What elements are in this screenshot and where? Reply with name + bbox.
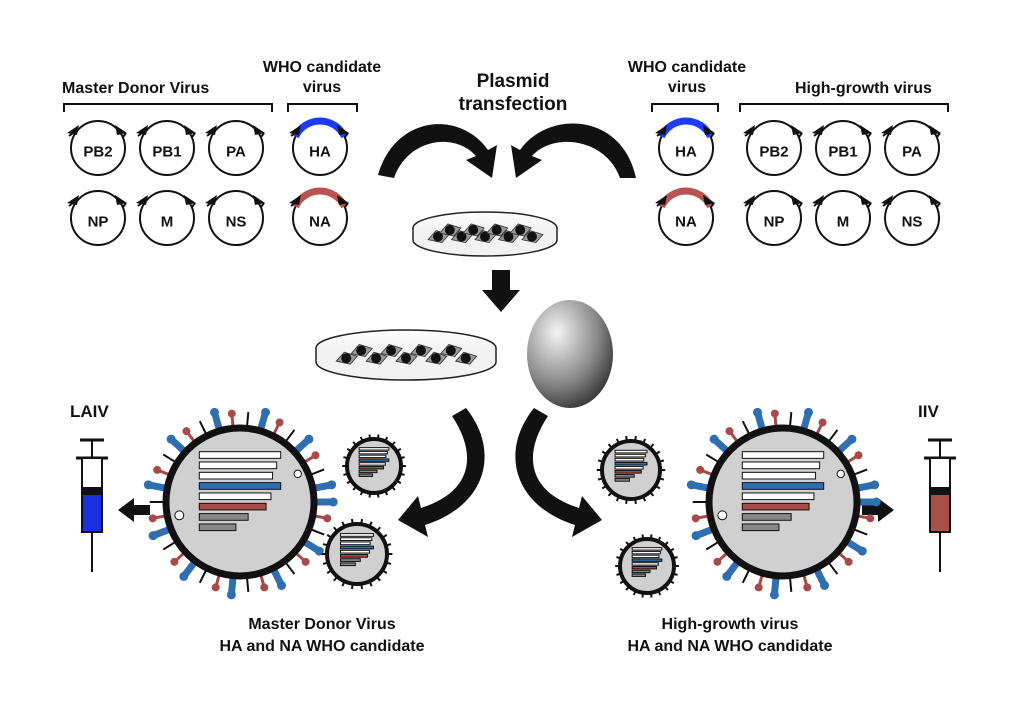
plasmid-np bbox=[67, 190, 127, 246]
label-who-candidate-left: WHO candidate virus bbox=[262, 59, 382, 96]
plasmid-ns bbox=[205, 190, 265, 246]
egg bbox=[527, 300, 613, 408]
plasmid-label-na: NA bbox=[309, 213, 331, 231]
plasmid-label-ns: NS bbox=[225, 213, 247, 231]
label-bottom-left-line1: Master Donor Virus bbox=[248, 616, 396, 633]
plasmid-label-m: M bbox=[160, 213, 174, 231]
plasmid-pb2 bbox=[743, 120, 803, 176]
virus-high-growth-small-1 bbox=[596, 435, 666, 505]
label-bottom-left-line2: HA and NA WHO candidate bbox=[219, 638, 425, 655]
plasmid-label-np: NP bbox=[763, 213, 785, 231]
plasmid-ha bbox=[655, 117, 715, 176]
label-high-growth-virus: High-growth virus bbox=[795, 80, 932, 97]
plasmid-np bbox=[743, 190, 803, 246]
virus-high-growth-small-2 bbox=[615, 534, 679, 598]
plasmid-label-ha: HA bbox=[675, 143, 697, 161]
plasmid-na bbox=[289, 187, 349, 246]
plasmid-label-na: NA bbox=[675, 213, 697, 231]
label-bottom-right-line2: HA and NA WHO candidate bbox=[627, 638, 833, 655]
label-iiv: IIV bbox=[918, 402, 939, 421]
plasmid-label-ns: NS bbox=[901, 213, 923, 231]
plasmid-label-pb1: PB1 bbox=[152, 143, 182, 161]
syringe-iiv bbox=[924, 438, 956, 572]
plasmid-label-pb1: PB1 bbox=[828, 143, 858, 161]
virus-master-donor-small-2 bbox=[321, 518, 393, 590]
plasmid-pa bbox=[205, 120, 265, 176]
plasmid-m bbox=[812, 190, 872, 246]
plasmid-label-pa: PA bbox=[226, 143, 246, 161]
virus-master-donor-large bbox=[143, 407, 338, 600]
plasmid-pb1 bbox=[136, 120, 196, 176]
virus-layer bbox=[143, 407, 881, 600]
label-plasmid-transfection: Plasmid transfection bbox=[458, 71, 568, 115]
bracket-who-left bbox=[287, 103, 358, 112]
split-arrow-right bbox=[515, 408, 602, 537]
plasmid-label-pb2: PB2 bbox=[759, 143, 789, 161]
plasmid-layer bbox=[67, 117, 941, 246]
label-bottom-right-line1: High-growth virus bbox=[661, 616, 799, 633]
plasmid-label-pb2: PB2 bbox=[83, 143, 113, 161]
syringe-laiv bbox=[76, 438, 108, 572]
plasmid-label-pa: PA bbox=[902, 143, 922, 161]
bracket-who-right bbox=[651, 103, 719, 112]
split-arrow-left bbox=[398, 408, 485, 537]
bracket-high-growth bbox=[739, 103, 949, 112]
plasmid-ns bbox=[881, 190, 941, 246]
plasmid-ha bbox=[289, 117, 349, 176]
bracket-master-donor bbox=[63, 103, 273, 112]
label-master-donor-virus: Master Donor Virus bbox=[62, 80, 210, 97]
label-laiv: LAIV bbox=[70, 402, 109, 421]
label-who-candidate-right: WHO candidate virus bbox=[627, 59, 747, 96]
arrow-to-iiv bbox=[862, 498, 894, 522]
plasmid-pa bbox=[881, 120, 941, 176]
plasmid-m bbox=[136, 190, 196, 246]
petri-dish-bottom bbox=[315, 329, 497, 381]
down-arrow bbox=[482, 270, 520, 312]
transfection-arrow-right bbox=[511, 123, 636, 178]
syringe-layer bbox=[76, 438, 956, 572]
plasmid-pb2 bbox=[67, 120, 127, 176]
arrow-to-laiv bbox=[118, 498, 150, 522]
virus-high-growth-large bbox=[686, 407, 881, 600]
plasmid-pb1 bbox=[812, 120, 872, 176]
plasmid-na bbox=[655, 187, 715, 246]
transfection-arrow-left bbox=[378, 124, 497, 178]
plasmid-label-m: M bbox=[836, 213, 850, 231]
plasmid-label-ha: HA bbox=[309, 143, 331, 161]
virus-master-donor-small-1 bbox=[342, 434, 406, 498]
plasmid-label-np: NP bbox=[87, 213, 109, 231]
petri-dish-top bbox=[412, 211, 558, 257]
